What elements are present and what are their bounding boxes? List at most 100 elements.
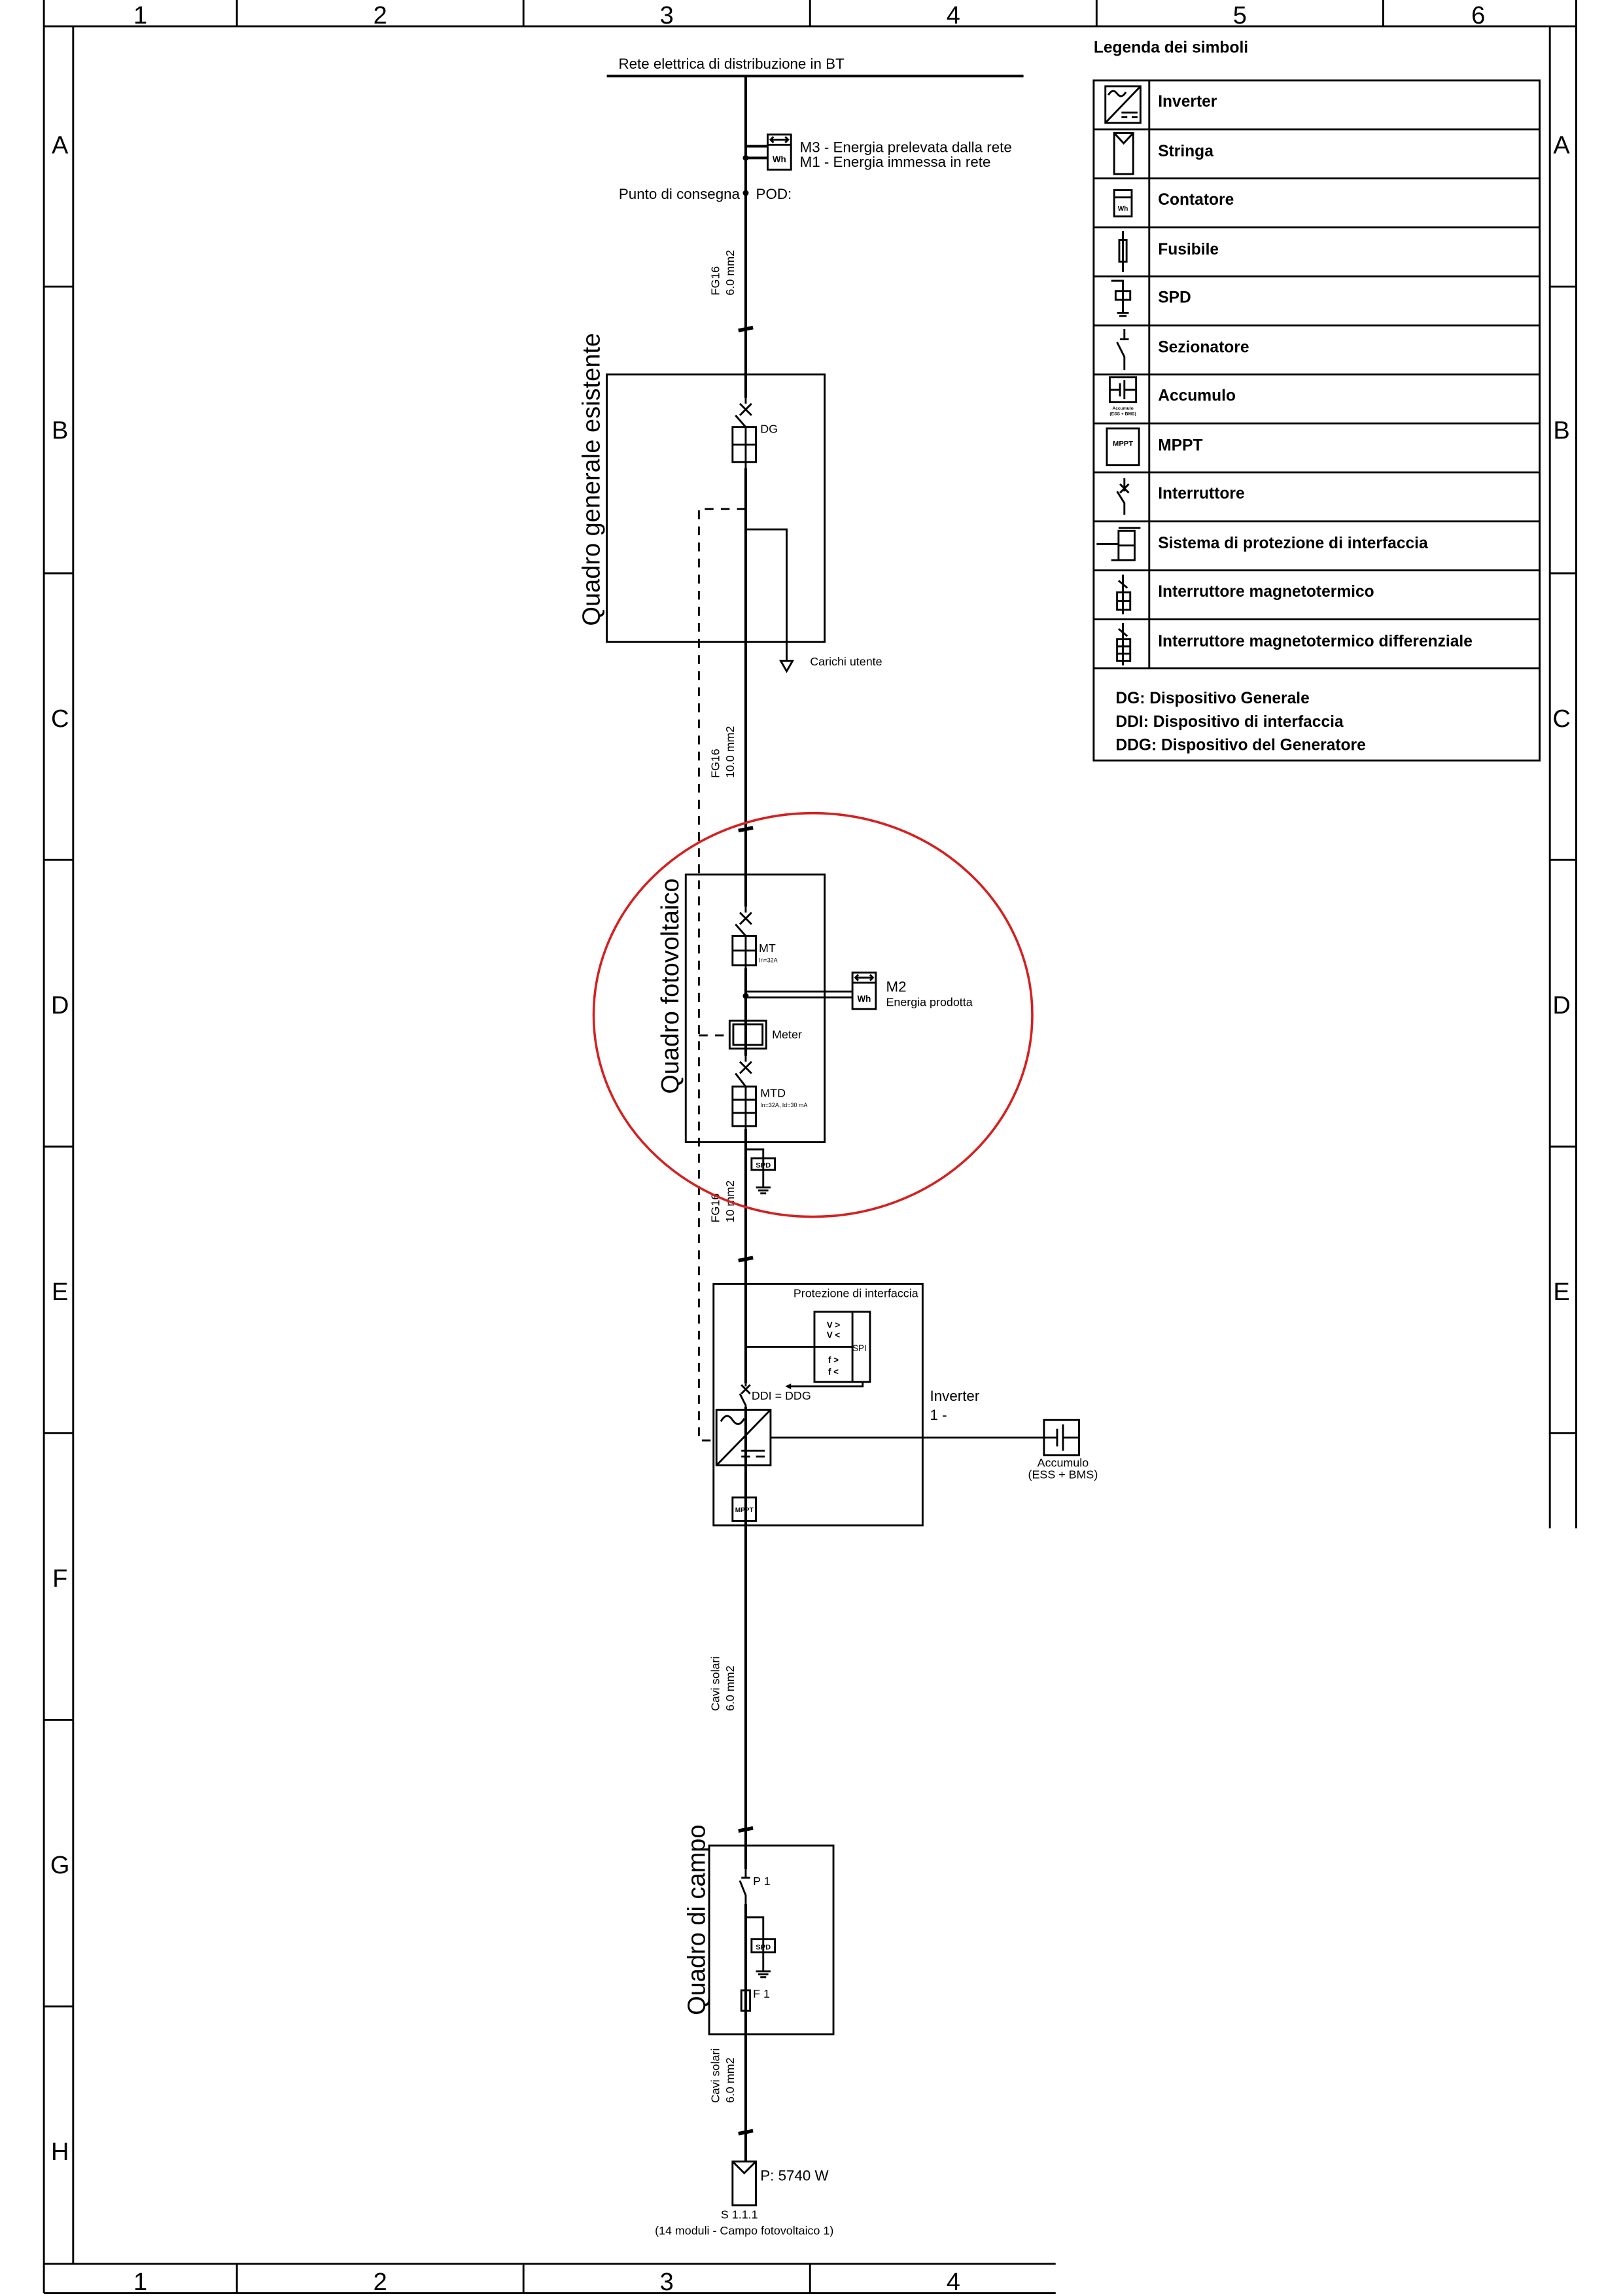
svg-text:(ESS + BMS): (ESS + BMS) [1109, 412, 1136, 417]
row-label: A [52, 132, 69, 160]
disconnector-icon [1116, 328, 1129, 370]
svg-text:MPPT: MPPT [1113, 440, 1133, 448]
spd-icon: SPD [745, 1148, 777, 1195]
mppt-icon: MPPT [731, 1496, 758, 1522]
row-label: B [52, 417, 68, 445]
cable-section: 6.0 mm2 [724, 1665, 737, 1711]
legend-item-label: Interruttore magnetotermico [1158, 583, 1374, 601]
storage-sublabel: (ESS + BMS) [1028, 1468, 1098, 1481]
battery-storage-icon [1043, 1419, 1080, 1457]
delivery-point-label: Punto di consegna [619, 186, 741, 202]
svg-text:Wh: Wh [1118, 205, 1128, 213]
mt-spec: In=32A [759, 957, 778, 964]
grid-title: Rete elettrica di distribuzione in BT [618, 56, 845, 72]
cable-type: FG16 [709, 266, 722, 296]
meter-icon [728, 1019, 767, 1050]
disconnector-icon [734, 1869, 752, 1905]
meter-m3-label: M3 - Energia prelevata dalla rete [800, 139, 1012, 155]
row-label: G [50, 1852, 70, 1879]
pv-string: P: 5740 W S 1.1.1 (14 moduli - Campo fot… [655, 2160, 833, 2237]
cable-section: 6.0 mm2 [724, 2057, 737, 2103]
cable-type: Cavi solari [709, 2049, 722, 2103]
mtd-spec: In=32A, Id=30 mA [760, 1102, 807, 1108]
row-label: H [51, 2138, 69, 2166]
cable-type: FG16 [709, 1193, 722, 1223]
rcbo-breaker-icon [725, 1048, 767, 1129]
legend-item-label: Interruttore magnetotermico differenzial… [1158, 633, 1473, 650]
string-power: P: 5740 W [760, 2167, 829, 2183]
legend-note: DDI: Dispositivo di interfaccia [1115, 713, 1344, 731]
bidirectional-meter-icon: Wh [766, 133, 792, 171]
cable-labels: FG16 6.0 mm2 FG16 10.0 mm2 FG16 10 mm2 C… [709, 250, 754, 2136]
svg-text:f >: f > [828, 1355, 839, 1365]
legend-note: DDG: Dispositivo del Generatore [1115, 737, 1365, 754]
row-label: C [51, 705, 69, 733]
cable-type: FG16 [709, 749, 722, 778]
meter-icon: Wh [1113, 189, 1133, 218]
circuit-breaker-icon [725, 397, 767, 468]
svg-text:MPPT: MPPT [735, 1507, 754, 1514]
svg-text:SPD: SPD [756, 1943, 771, 1951]
svg-text:V >: V > [827, 1320, 841, 1330]
legend-title: Legenda dei simboli [1094, 39, 1248, 56]
m2-description: Energia prodotta [886, 996, 972, 1009]
legend-item-label: Interruttore [1158, 485, 1244, 503]
spd-icon [1111, 279, 1132, 317]
legend-item-label: Accumulo [1158, 387, 1236, 404]
grid-connection: Rete elettrica di distribuzione in BT Wh… [606, 56, 1024, 202]
interface-protection-panel: Protezione di interfaccia V > V < f > f … [712, 1282, 1098, 1527]
row-label: A [1553, 132, 1570, 160]
m2-label: M2 [886, 978, 906, 995]
svg-text:SPD: SPD [756, 1162, 771, 1170]
main-panel: Quadro generale esistente DG Carichi ute… [578, 333, 882, 673]
spi-relay-icon: V > V < f > f < SPI [745, 1311, 871, 1390]
svg-text:V <: V < [827, 1330, 841, 1340]
fuse-icon [1118, 231, 1128, 272]
circuit-breaker-icon [1116, 478, 1130, 515]
battery-storage-icon: Accumulo(ESS + BMS) [1108, 376, 1138, 417]
row-label: F [52, 1565, 67, 1593]
meter-m1-label: M1 - Energia immessa in rete [800, 154, 991, 170]
string-id: S 1.1.1 [721, 2208, 758, 2221]
legend-item-label: Sistema di protezione di interfaccia [1158, 535, 1428, 552]
svg-text:SPI: SPI [852, 1343, 867, 1353]
mt-label: MT [759, 942, 776, 955]
mppt-icon: MPPT [1106, 427, 1140, 467]
legend-item-label: Stringa [1158, 143, 1213, 160]
row-label: C [1552, 705, 1570, 733]
row-label: E [1553, 1279, 1569, 1306]
fuse-icon [740, 1989, 752, 2012]
string-description: (14 moduli - Campo fotovoltaico 1) [655, 2224, 833, 2237]
meter-label: Meter [772, 1028, 802, 1041]
svg-text:Wh: Wh [773, 154, 786, 164]
highlight-circle [592, 811, 1034, 1218]
row-label: E [52, 1279, 68, 1306]
legend-item-label: Contatore [1158, 191, 1234, 209]
f1-label: F 1 [753, 1987, 770, 2000]
control-dashed-line [697, 508, 746, 1441]
legend-note: DG: Dispositivo Generale [1115, 690, 1309, 707]
inverter-number: 1 - [930, 1407, 947, 1423]
legend-item-label: Fusibile [1158, 241, 1219, 258]
interface-breaker-icon [737, 1383, 752, 1410]
mtd-label: MTD [760, 1086, 786, 1099]
legend-item-label: Sezionatore [1158, 339, 1249, 357]
column-label: 2 [374, 2269, 387, 2296]
svg-text:f <: f < [828, 1367, 839, 1377]
drawing-frame: 1 2 3 4 5 6 1 2 3 4 A B C D E F G H A B … [43, 0, 1577, 2296]
interface-protection-icon [1096, 527, 1141, 561]
field-panel: Quadro di campo P 1 SPD F 1 [683, 1824, 835, 2036]
legend: Legenda dei simboli Wh Accumulo(ESS + BM… [1092, 39, 1541, 762]
legend-item-label: SPD [1158, 289, 1191, 307]
legend-item-label: Inverter [1158, 93, 1217, 111]
spd-icon: SPD [745, 1916, 777, 1979]
storage-label: Accumulo [1038, 1457, 1089, 1470]
svg-text:Wh: Wh [858, 994, 871, 1004]
ddi-label: DDI = DDG [752, 1389, 811, 1402]
inverter-icon [715, 1409, 772, 1466]
column-label: 6 [1471, 2, 1485, 29]
row-label: B [1553, 417, 1569, 445]
p1-label: P 1 [753, 1875, 771, 1888]
interface-protection-label: Protezione di interfaccia [794, 1286, 918, 1299]
rcbo-breaker-icon [1116, 623, 1132, 665]
